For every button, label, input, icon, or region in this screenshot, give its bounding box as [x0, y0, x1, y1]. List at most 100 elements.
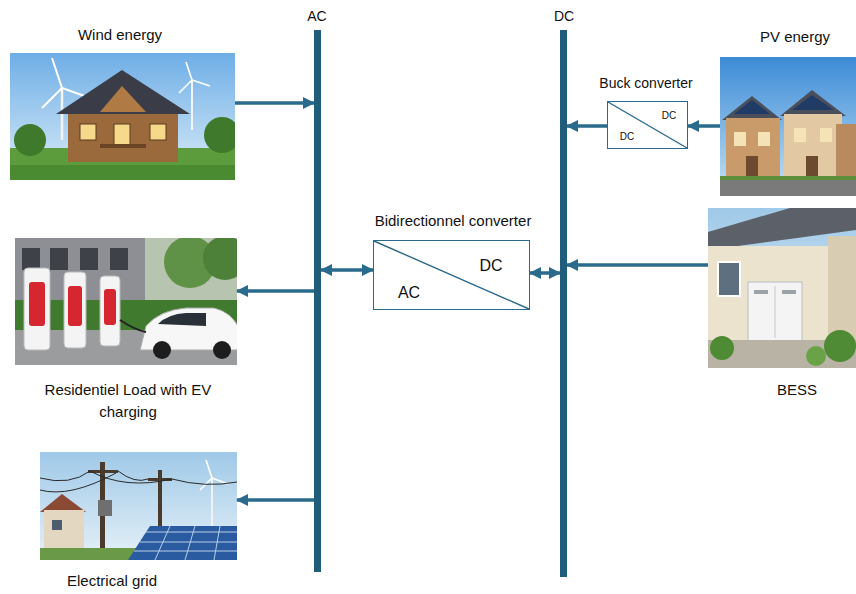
converter-title: Bidirectionnel converter — [375, 210, 532, 232]
bess-picture-part — [708, 208, 856, 368]
bess-picture-part — [710, 336, 734, 360]
port-label: DC — [620, 130, 634, 145]
power-flow-arrow — [688, 124, 720, 128]
port-label: DC — [479, 254, 502, 277]
bess-picture-part — [754, 290, 768, 294]
bess-picture-part — [782, 290, 796, 294]
grid-picture-part — [128, 526, 237, 560]
converter-box: Buck converterDCDC — [607, 101, 688, 149]
photo-panel: BESS — [708, 208, 856, 368]
ev-charging-picture-part — [80, 248, 98, 270]
grid-picture-part — [40, 471, 237, 492]
wind-house-picture-part — [68, 110, 178, 162]
photo-panel: Residentiel Load with EV charging — [15, 238, 237, 365]
power-flow-arrow — [235, 101, 314, 105]
wind-house-picture-part — [114, 124, 130, 146]
bess-picture-part — [828, 236, 856, 346]
port-label: DC — [662, 109, 676, 124]
bess-picture-part — [718, 262, 740, 296]
bess-picture-part — [708, 246, 828, 346]
grid-picture-part — [212, 478, 228, 484]
wind-house-picture-part — [179, 80, 192, 93]
converter-title: Buck converter — [599, 73, 692, 93]
photo-panel: PV energy — [720, 57, 856, 196]
ev-charging-picture-part — [110, 248, 128, 270]
converter-box: Bidirectionnel converterDCAC — [373, 240, 530, 310]
bus-label: AC — [307, 6, 326, 26]
power-flow-arrow — [237, 498, 314, 502]
pv-houses-picture-part — [734, 100, 770, 114]
pv-houses-picture-part — [758, 132, 770, 146]
wind-house-picture-part — [204, 117, 235, 153]
bess-picture-part — [775, 286, 776, 338]
wind-house-picture-part — [100, 86, 146, 112]
converter-diagonal-line — [608, 102, 687, 148]
grid-picture-part — [98, 500, 112, 516]
bus-bar: DC — [560, 30, 567, 577]
power-flow-arrow — [321, 268, 373, 272]
wind-house-picture-part — [186, 62, 192, 80]
wind-house-picture — [10, 53, 235, 180]
grid-picture-part — [40, 452, 237, 560]
port-label: AC — [398, 281, 420, 304]
pv-houses-picture-part — [806, 156, 818, 178]
power-flow-arrow — [237, 289, 314, 293]
wind-house-picture-part — [10, 165, 235, 180]
wind-house-picture-part — [56, 70, 190, 114]
grid-picture-part — [52, 520, 62, 530]
wind-house-picture-part — [100, 144, 146, 148]
wind-house-picture-part — [150, 124, 166, 140]
pv-houses-picture-part — [746, 156, 758, 178]
ev-charging-picture-part — [64, 272, 86, 348]
caption-label: Electrical grid — [67, 570, 157, 592]
bess-picture-part — [806, 346, 826, 366]
ev-charging-picture-part — [100, 276, 120, 346]
caption-label: PV energy — [760, 26, 830, 48]
wind-house-picture-part — [10, 53, 235, 180]
bess-picture-part — [748, 282, 802, 342]
wind-house-picture-part — [52, 58, 62, 88]
pv-houses-picture-part — [792, 95, 834, 110]
bess-picture-part — [824, 330, 856, 362]
grid-picture-part — [134, 526, 237, 560]
photo-panel: Electrical grid — [40, 452, 237, 560]
pv-houses-picture-part — [720, 178, 856, 196]
power-flow-arrow — [567, 124, 607, 128]
ev-charging-picture-part — [50, 248, 68, 270]
pv-houses-picture-part — [722, 96, 782, 120]
pv-houses-picture-part — [726, 118, 780, 178]
grid-picture — [40, 452, 237, 560]
pv-houses-picture-part — [720, 57, 856, 196]
pv-houses-picture-part — [734, 132, 746, 146]
ev-charging-picture-part — [158, 313, 206, 326]
ev-charging-picture-part — [120, 320, 146, 332]
caption-label: Wind energy — [78, 24, 162, 46]
ev-charging-picture-part — [24, 268, 50, 350]
ev-charging-picture-part — [153, 341, 171, 359]
pv-houses-picture-part — [784, 114, 842, 178]
pv-houses-picture-part — [794, 128, 806, 142]
power-flow-arrow — [530, 271, 560, 275]
ev-charging-picture — [15, 238, 237, 365]
ev-charging-picture-part — [203, 238, 237, 280]
grid-picture-part — [206, 460, 212, 478]
ev-charging-picture-part — [68, 286, 82, 326]
converter-diagonal — [374, 241, 529, 309]
caption-label: BESS — [777, 379, 817, 401]
photo-panel: Wind energy — [10, 53, 235, 180]
ev-charging-picture-part — [22, 248, 40, 270]
pv-houses-picture-part — [780, 90, 846, 116]
pv-houses-picture-part — [820, 128, 832, 142]
converter-diagonal-line — [374, 241, 529, 309]
bess-picture — [708, 208, 856, 368]
pv-houses-picture — [720, 57, 856, 196]
ev-charging-picture-part — [104, 289, 116, 325]
wind-house-picture-part — [80, 124, 96, 140]
wind-house-picture-part — [192, 80, 210, 86]
grid-picture-part — [40, 494, 86, 512]
wind-house-picture-part — [42, 88, 62, 108]
ev-charging-picture-part — [213, 341, 231, 359]
pv-houses-picture-part — [720, 176, 856, 180]
